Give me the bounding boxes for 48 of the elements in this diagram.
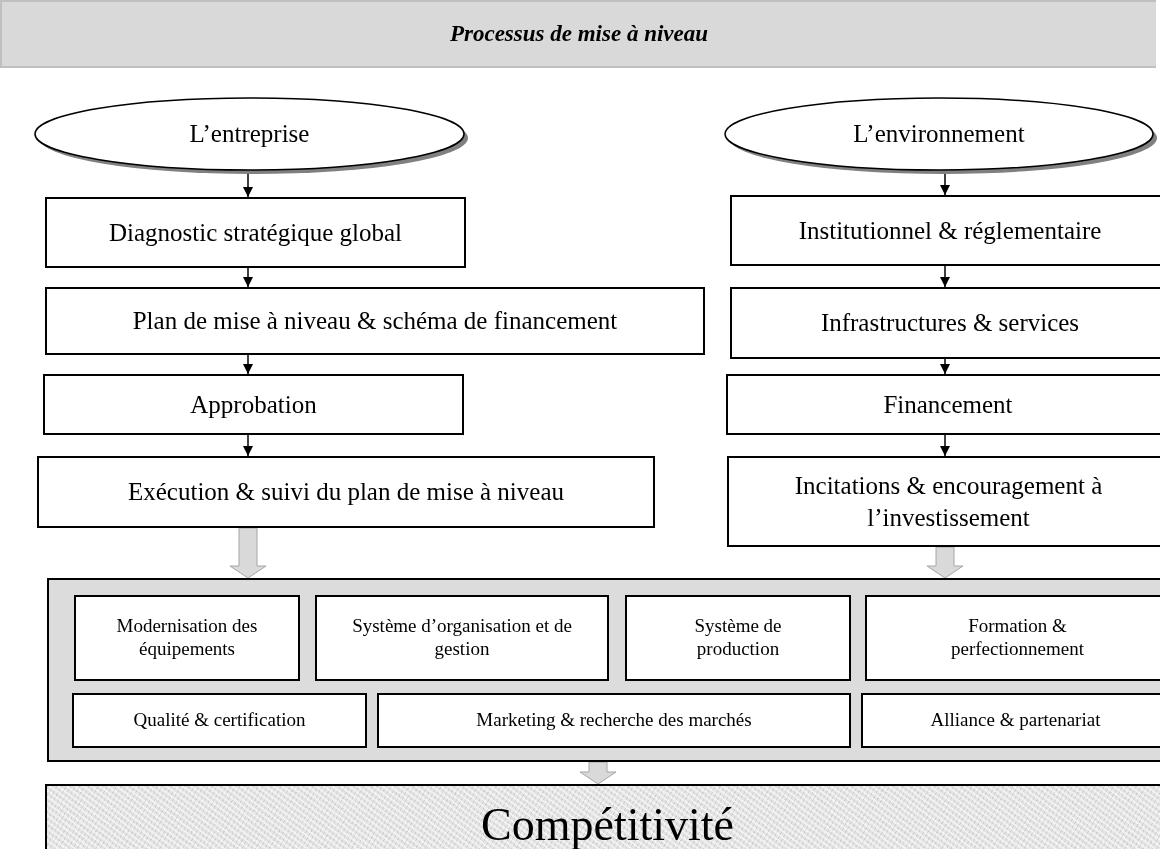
process-box [377,693,851,748]
arrow [243,267,253,288]
arrow [940,358,950,375]
arrow [940,265,950,288]
process-box [45,287,705,355]
arrow [243,354,253,375]
node-label: Exécution & suivi du plan de mise à niveau [127,477,565,508]
node-label: Approbation [189,389,318,420]
block-arrow [926,546,964,579]
process-box [72,693,367,748]
process-box [861,693,1160,748]
process-box [727,456,1160,547]
node-label: Système d’organisation et de gestion [351,615,573,661]
node-label: Diagnostic stratégique global [108,217,403,248]
start-ellipse [33,96,466,172]
node-label: Qualité & certification [133,709,306,732]
arrow [243,171,253,198]
process-box [315,595,609,681]
arrow [940,434,950,457]
arrow [243,434,253,457]
process-box [625,595,851,681]
process-box [730,195,1160,266]
node-label: Infrastructures & services [819,308,1081,339]
result-band [45,784,1160,849]
process-box [730,287,1160,359]
process-box [45,197,466,268]
block-arrow [579,761,617,785]
node-label: Système de production [693,615,783,661]
node-label: Incitations & encouragement à l’investissement [793,471,1104,533]
start-ellipse [723,96,1155,172]
arrow [940,171,950,196]
process-box [74,595,300,681]
process-box [726,374,1160,435]
process-box [37,456,655,528]
node-label: Alliance & partenariat [930,709,1101,732]
node-label: Formation & perfectionnement [950,615,1085,661]
node-label: Modernisation des équipements [115,615,259,661]
process-box [43,374,464,435]
block-arrow [229,527,267,579]
node-label: Marketing & recherche des marchés [476,709,752,732]
diagram-title: Processus de mise à niveau [449,21,709,47]
node-label: L’entreprise [189,120,310,148]
node-label: L’environnement [853,120,1025,148]
node-label: Plan de mise à niveau & schéma de financement [131,306,619,337]
node-label: Institutionnel & réglementaire [797,215,1103,246]
group-panel [47,578,1160,762]
node-label: Financement [882,389,1014,420]
process-box [865,595,1160,681]
